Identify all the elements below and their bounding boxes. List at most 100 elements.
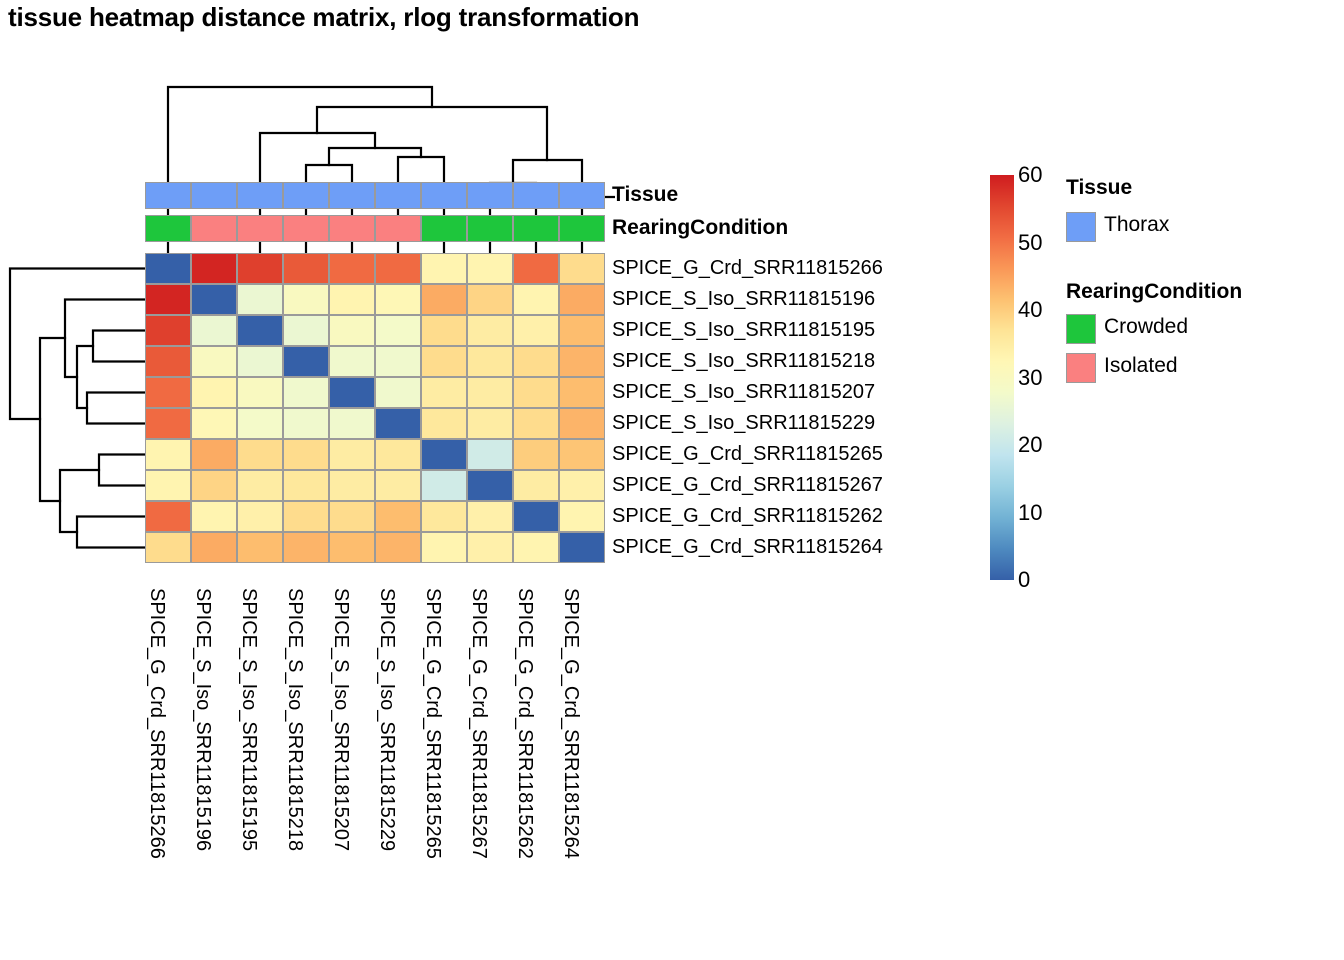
heatmap-cell [191, 501, 237, 532]
annotation-cell-tissue [467, 182, 513, 209]
heatmap-cell [145, 377, 191, 408]
heatmap-cell [191, 470, 237, 501]
row-label: SPICE_S_Iso_SRR11815207 [612, 381, 876, 403]
heatmap-cell [145, 408, 191, 439]
heatmap-cell [329, 439, 375, 470]
heatmap-cell [329, 501, 375, 532]
heatmap-cell [375, 439, 421, 470]
heatmap-cell [283, 501, 329, 532]
heatmap-cell [283, 408, 329, 439]
row-label: SPICE_G_Crd_SRR11815266 [612, 257, 883, 279]
heatmap-cell [421, 346, 467, 377]
row-dendrogram [5, 253, 145, 563]
colorbar-tick-10: 10 [1018, 499, 1043, 525]
heatmap-cell [375, 501, 421, 532]
heatmap-cell [421, 501, 467, 532]
heatmap-cell [145, 346, 191, 377]
heatmap-cell [513, 501, 559, 532]
annotation-cell-rearing [191, 215, 237, 242]
heatmap-cell [237, 439, 283, 470]
column-label: SPICE_G_Crd_SRR11815267 [468, 588, 490, 859]
heatmap-cell [283, 532, 329, 563]
heatmap-cell [145, 470, 191, 501]
heatmap-cell [421, 408, 467, 439]
heatmap-cell [145, 315, 191, 346]
heatmap-cell [191, 439, 237, 470]
column-label: SPICE_S_Iso_SRR11815218 [284, 588, 306, 852]
heatmap-cell [329, 408, 375, 439]
heatmap-cell [329, 377, 375, 408]
heatmap-cell [467, 532, 513, 563]
heatmap-cell [283, 284, 329, 315]
heatmap-cell [421, 532, 467, 563]
heatmap-cell [467, 439, 513, 470]
page-title: tissue heatmap distance matrix, rlog tra… [8, 2, 640, 32]
heatmap [145, 253, 605, 563]
heatmap-cell [283, 377, 329, 408]
legend-swatch-isolated [1066, 353, 1096, 383]
legend-title-tissue: Tissue [1066, 176, 1133, 199]
heatmap-cell [421, 439, 467, 470]
heatmap-cell [467, 377, 513, 408]
heatmap-cell [375, 284, 421, 315]
column-label: SPICE_G_Crd_SRR11815266 [146, 588, 168, 859]
heatmap-cell [467, 315, 513, 346]
heatmap-cell [375, 253, 421, 284]
heatmap-cell [513, 408, 559, 439]
annotation-cell-rearing [283, 215, 329, 242]
heatmap-cell [191, 253, 237, 284]
annotation-label-rearing: RearingCondition [612, 216, 789, 239]
heatmap-cell [375, 377, 421, 408]
heatmap-cell [283, 315, 329, 346]
legend-swatch-crowded [1066, 314, 1096, 344]
heatmap-cell [513, 253, 559, 284]
heatmap-cell [283, 439, 329, 470]
heatmap-cell [559, 439, 605, 470]
column-label: SPICE_S_Iso_SRR11815229 [376, 588, 398, 852]
heatmap-cell [559, 315, 605, 346]
heatmap-cell [375, 408, 421, 439]
annotation-cell-tissue [375, 182, 421, 209]
heatmap-cell [329, 532, 375, 563]
heatmap-cell [559, 284, 605, 315]
heatmap-cell [421, 253, 467, 284]
column-label: SPICE_S_Iso_SRR11815196 [192, 588, 214, 852]
heatmap-cell [513, 346, 559, 377]
heatmap-cell [513, 315, 559, 346]
heatmap-cell [513, 470, 559, 501]
heatmap-cell [467, 346, 513, 377]
heatmap-cell [237, 315, 283, 346]
colorbar-tick-0: 0 [1018, 567, 1031, 592]
heatmap-cell [191, 315, 237, 346]
heatmap-cell [513, 377, 559, 408]
heatmap-cell [467, 284, 513, 315]
heatmap-cell [559, 501, 605, 532]
heatmap-cell [375, 532, 421, 563]
colorbar-tick-30: 30 [1018, 364, 1043, 390]
legend-label-crowded: Crowded [1104, 315, 1189, 338]
row-label: SPICE_G_Crd_SRR11815264 [612, 536, 883, 558]
column-label: SPICE_G_Crd_SRR11815262 [514, 588, 536, 859]
heatmap-cell [237, 377, 283, 408]
heatmap-cell [375, 470, 421, 501]
annotation-cell-rearing [145, 215, 191, 242]
annotation-cell-tissue [421, 182, 467, 209]
annotation-cell-rearing [237, 215, 283, 242]
heatmap-cell [513, 532, 559, 563]
colorbar [990, 175, 1014, 580]
annotation-cell-rearing [467, 215, 513, 242]
heatmap-cell [421, 284, 467, 315]
heatmap-cell [191, 346, 237, 377]
heatmap-cell [559, 408, 605, 439]
column-label: SPICE_G_Crd_SRR11815264 [560, 588, 582, 859]
heatmap-cell [421, 377, 467, 408]
heatmap-cell [329, 284, 375, 315]
column-label: SPICE_G_Crd_SRR11815265 [422, 588, 444, 859]
colorbar-tick-50: 50 [1018, 229, 1043, 255]
annotation-cell-tissue [329, 182, 375, 209]
annotation-label-tissue: Tissue [612, 183, 679, 206]
heatmap-cell [513, 284, 559, 315]
heatmap-cell [237, 470, 283, 501]
